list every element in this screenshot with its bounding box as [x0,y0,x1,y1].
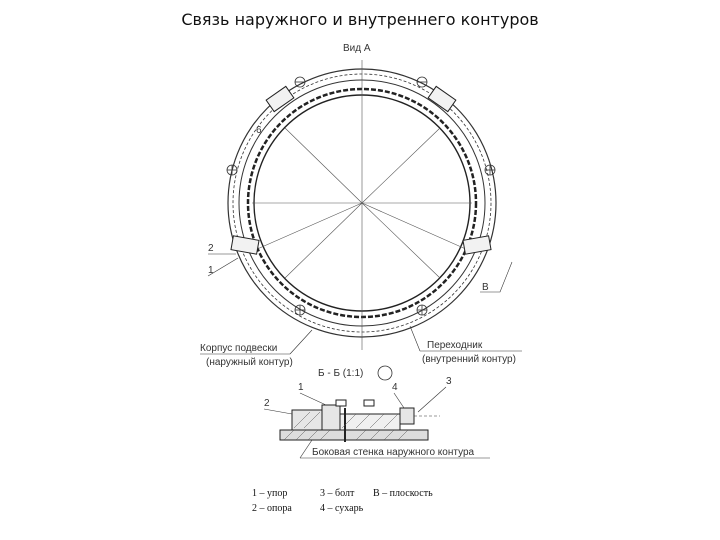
section-hatching [283,411,409,441]
callout-1-leader [207,257,239,277]
callout-6: 6 [256,125,262,136]
page-title: Связь наружного и внутреннего контуров [181,10,539,29]
legend-item-1: 1 – упор [252,488,287,499]
legend-item-4: 4 – сухарь [320,503,364,514]
wall-label-leader [299,439,313,459]
section-label: Б - Б (1:1) [318,368,363,379]
section-callout-2: 2 [264,398,270,409]
legend-item-2: 2 – опора [252,503,292,514]
center-lines [252,60,472,350]
inner-contour-label-line1: Переходник [427,340,483,351]
section-callout-1-leader [299,392,327,406]
support-brackets [230,85,492,255]
section-callout-4: 4 [392,382,398,393]
bolt-symbols [226,76,496,316]
callout-v-leader [480,261,513,293]
section-view [279,399,429,442]
callout-1: 1 [208,265,214,276]
inner-contour-label-line2: (внутренний контур) [422,354,516,365]
legend: 1 – упор 3 – болт В – плоскость 2 – опор… [252,488,433,514]
section-callout-3: 3 [446,376,452,387]
callout-v: В [482,282,489,293]
outer-contour-label-line2: (наружный контур) [206,357,293,368]
section-marker-circle [377,365,393,381]
section-callout-1: 1 [298,382,304,393]
wall-label: Боковая стенка наружного контура [312,447,475,458]
callout-2: 2 [208,243,214,254]
outer-contour-label-line1: Корпус подвески [200,343,277,354]
view-label: Вид А [343,43,371,54]
legend-item-3: 3 – болт [320,488,355,499]
section-callout-4-leader [393,392,405,409]
legend-item-v: В – плоскость [373,488,433,499]
outer-label-leader [289,329,313,355]
inner-label-leader [409,325,421,352]
section-callout-2-leader [263,408,293,415]
section-callout-3-leader [417,386,447,413]
